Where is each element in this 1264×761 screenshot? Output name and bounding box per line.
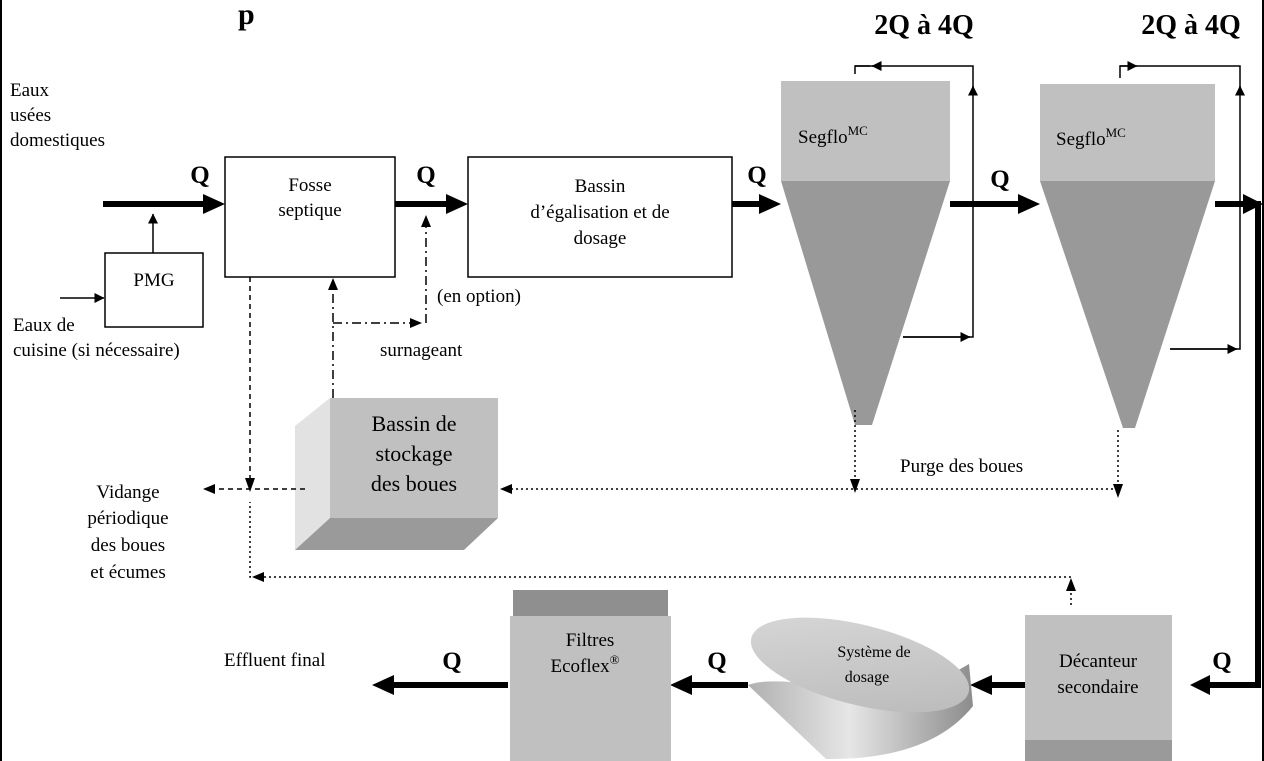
flow-label-q: Q: [1212, 648, 1231, 675]
arrowhead: [1066, 578, 1076, 591]
header-fragment: p: [238, 0, 255, 31]
arrowhead: [245, 478, 255, 492]
recirc-label-1: 2Q à 4Q: [874, 10, 974, 41]
svg-text:d’égalisation et de: d’égalisation et de: [530, 202, 669, 223]
bassin-egalisation-box: [467, 156, 733, 278]
arrowhead: [410, 318, 422, 328]
effluent-label: Effluent final: [224, 650, 325, 671]
svg-text:Vidange: Vidange: [96, 482, 159, 503]
vidange-lines: [218, 277, 305, 490]
segflo-1-top: [781, 81, 950, 181]
svg-text:Eaux de: Eaux de: [13, 315, 75, 336]
flow-line-segflo2-decanteur: [1210, 201, 1261, 688]
arrowhead: [1018, 194, 1040, 214]
input-domestic-label: Eaux usées domestiques: [10, 80, 105, 151]
arrowhead: [372, 675, 394, 695]
surnageant-label: surnageant: [380, 340, 463, 361]
svg-text:stockage: stockage: [376, 441, 453, 466]
svg-text:et écumes: et écumes: [90, 562, 165, 583]
svg-text:des boues: des boues: [91, 535, 165, 556]
flow-label-q: Q: [747, 162, 766, 189]
option-label: (en option): [437, 286, 521, 307]
filtres-ecoflex-box: [510, 590, 671, 761]
arrowhead: [500, 484, 512, 494]
svg-text:Bassin de: Bassin de: [372, 411, 457, 436]
arrowhead: [421, 215, 431, 227]
filtres-ecoflex-label: Filtres Ecoflex®: [551, 630, 620, 677]
main-flow-arrowheads: [203, 194, 1263, 695]
surnageant-lines: [332, 222, 427, 398]
svg-text:Système de: Système de: [837, 644, 910, 661]
arrowhead: [1113, 484, 1123, 498]
svg-text:Décanteur: Décanteur: [1059, 651, 1138, 672]
svg-text:Bassin: Bassin: [575, 176, 626, 197]
arrowhead: [1190, 675, 1210, 695]
input-kitchen-label: Eaux de cuisine (si nécessaire): [13, 315, 180, 361]
svg-text:Ecoflex®: Ecoflex®: [551, 652, 620, 677]
svg-text:dosage: dosage: [845, 669, 889, 686]
svg-text:dosage: dosage: [574, 228, 627, 249]
decanteur-box: [1025, 615, 1172, 761]
pmg-box: [104, 252, 204, 328]
fosse-septique-label: Fosse septique: [278, 175, 341, 221]
flow-label-q: Q: [416, 162, 435, 189]
fosse-septique-box: [224, 156, 396, 278]
arrowhead: [670, 675, 692, 695]
flow-label-q: Q: [190, 162, 209, 189]
purge-label: Purge des boues: [900, 456, 1023, 477]
svg-text:périodique: périodique: [87, 508, 168, 529]
bassin-stockage-label: Bassin de stockage des boues: [371, 411, 457, 496]
arrowhead: [252, 572, 264, 582]
arrowhead: [970, 675, 992, 695]
decanteur-label: Décanteur secondaire: [1057, 651, 1138, 698]
segflo-2-cone: [1040, 181, 1215, 428]
pmg-label: PMG: [133, 270, 174, 291]
svg-text:cuisine (si nécessaire): cuisine (si nécessaire): [13, 340, 180, 361]
arrowhead: [446, 194, 468, 214]
purge-lines: [249, 410, 1119, 605]
segflo-1-cone: [781, 181, 950, 425]
vidange-label: Vidange périodique des boues et écumes: [87, 482, 168, 583]
systeme-dosage-label: Système de dosage: [837, 644, 910, 686]
svg-text:Fosse: Fosse: [288, 175, 331, 196]
flow-label-q: Q: [707, 648, 726, 675]
bassin-stockage-box: [295, 398, 498, 550]
segflo-2-label: SegfloMC: [1056, 125, 1126, 150]
segflo-2-recirculation: [1119, 61, 1245, 354]
segflo-2-top: [1040, 84, 1215, 181]
arrowhead: [759, 194, 781, 214]
segflo-1-recirculation: [854, 61, 978, 342]
flow-label-q: Q: [442, 648, 461, 675]
segflo-1-label: SegfloMC: [798, 123, 868, 148]
arrowhead: [1243, 194, 1263, 214]
bassin-egalisation-label: Bassin d’égalisation et de dosage: [530, 176, 669, 249]
flow-label-q: Q: [990, 166, 1009, 193]
segflo-1: SegfloMC: [781, 81, 950, 425]
svg-text:Filtres: Filtres: [566, 630, 615, 651]
svg-text:usées: usées: [10, 105, 51, 126]
systeme-dosage-disk: [748, 617, 973, 760]
arrowhead: [328, 278, 338, 290]
svg-text:des boues: des boues: [371, 471, 457, 496]
svg-text:secondaire: secondaire: [1057, 677, 1138, 698]
arrowhead: [203, 194, 225, 214]
arrowhead: [850, 479, 860, 493]
svg-text:Eaux: Eaux: [10, 80, 50, 101]
segflo-2: SegfloMC: [1040, 84, 1215, 428]
svg-text:domestiques: domestiques: [10, 130, 105, 151]
arrowhead: [203, 484, 215, 494]
svg-text:septique: septique: [278, 200, 341, 221]
recirc-label-2: 2Q à 4Q: [1141, 10, 1241, 41]
